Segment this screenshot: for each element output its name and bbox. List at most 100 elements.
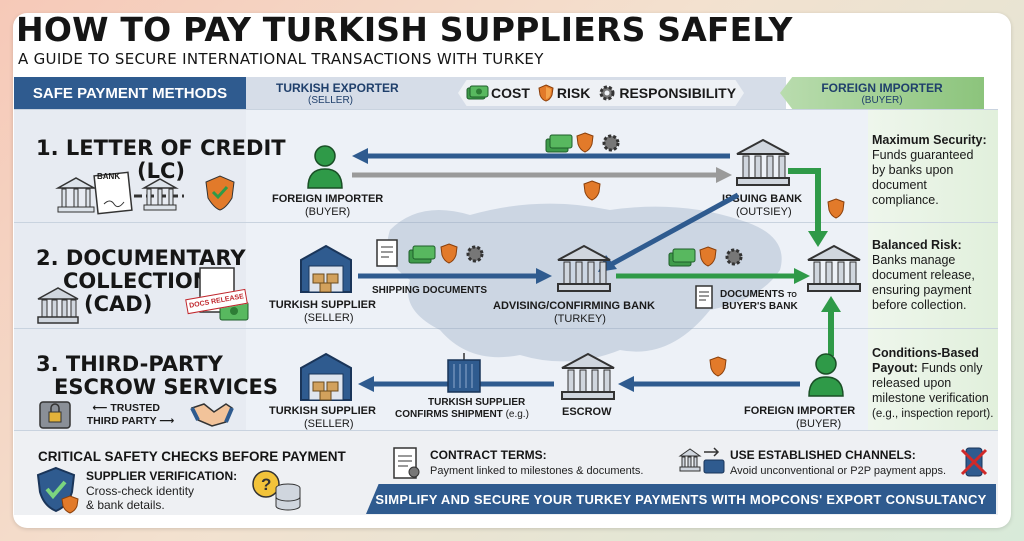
escrow-note-line-4: (e.g., inspection report). <box>872 408 994 420</box>
question-database-icon: ? <box>252 470 301 511</box>
third-party-label: THIRD PARTY <box>86 415 157 427</box>
legend-risk-label: RISK <box>556 85 591 101</box>
escrow-label: ESCROW <box>562 406 612 418</box>
no-p2p-app-icon <box>960 447 988 477</box>
advising-bank-sub: (TURKEY) <box>554 313 606 325</box>
buyers-bank-icon <box>807 244 861 292</box>
cad-note-line-4: before collection. <box>872 298 967 312</box>
cad-note: Balanced Risk: Banks manage document rel… <box>872 238 975 313</box>
documents-icon <box>695 285 713 309</box>
escrow-risk-shield-icon <box>709 356 727 377</box>
docs-to-label: TO <box>787 292 797 299</box>
escrow-importer-person-icon <box>808 353 844 397</box>
header-importer: FOREIGN IMPORTER <box>821 80 943 95</box>
method-3-title: 3. THIRD-PARTY <box>36 352 223 376</box>
cad-note-line-3: ensuring payment <box>872 283 972 297</box>
header-exporter-sub: (SELLER) <box>308 94 354 106</box>
lc-right-shield-icon <box>827 198 845 219</box>
shipping-documents-label: SHIPPING DOCUMENTS <box>372 285 488 296</box>
cad-supplier-sub: (SELLER) <box>304 312 354 324</box>
confirm-eg: (e.g.) <box>505 409 529 420</box>
cad-bank-icon <box>37 287 79 324</box>
docs-to-buyer-bank-label: DOCUMENTS TO <box>720 288 797 302</box>
method-2-title-2: COLLECTION <box>63 269 211 293</box>
cad-supplier-label: TURKISH SUPPLIER <box>269 299 376 311</box>
lc-risk-shield-icon <box>583 180 601 201</box>
lc-importer-sub: (BUYER) <box>305 206 351 218</box>
lc-note: Maximum Security: Funds guaranteed by ba… <box>872 133 987 208</box>
turkish-supplier-warehouse-icon <box>300 244 352 293</box>
cad-green-cost-risk-icons <box>668 246 743 267</box>
escrow-to-bank-arrow <box>821 296 841 356</box>
lc-importer-label: FOREIGN IMPORTER <box>272 193 384 205</box>
supplier-confirms-label: TURKISH SUPPLIER <box>428 397 525 408</box>
method-3-title-2: ESCROW SERVICES <box>54 375 278 399</box>
advising-bank-label: ADVISING/CONFIRMING BANK <box>493 300 655 312</box>
docs-label: DOCUMENTS <box>720 289 785 300</box>
cash-icon <box>466 85 489 100</box>
svg-text:?: ? <box>261 475 271 494</box>
handshake-icon <box>190 403 234 427</box>
lc-bank-chain-icon <box>55 171 235 215</box>
escrow-importer-label: FOREIGN IMPORTER <box>744 405 856 417</box>
cad-arrow-to-bank <box>358 268 552 284</box>
cad-note-line-1: Banks manage <box>872 253 956 267</box>
consultancy-banner[interactable]: SIMPLIFY AND SECURE YOUR TURKEY PAYMENTS… <box>366 484 996 514</box>
established-channels-title: USE ESTABLISHED CHANNELS: <box>730 448 916 462</box>
row-2-note-panel <box>868 223 998 328</box>
page-subtitle: A GUIDE TO SECURE INTERNATIONAL TRANSACT… <box>18 50 544 68</box>
footer-title: CRITICAL SAFETY CHECKS BEFORE PAYMENT <box>38 449 346 464</box>
row-1-note-panel <box>868 110 998 222</box>
row-1-flow-panel <box>246 110 868 222</box>
issuing-bank-icon <box>736 138 790 186</box>
method-2-title: 2. DOCUMENTARY <box>36 246 246 270</box>
escrow-bank-icon <box>561 352 615 400</box>
method-1-title: 1. LETTER OF CREDIT <box>36 136 286 160</box>
header-exporter: TURKISH EXPORTER <box>276 80 399 95</box>
issuing-bank-label: ISSUING BANK <box>722 193 803 205</box>
advising-bank-icon <box>557 244 611 292</box>
escrow-note-title-2: Payout: <box>872 361 918 375</box>
bank-card-transfer-icon <box>678 447 725 474</box>
established-channels-text: Avoid unconventional or P2P payment apps… <box>730 465 947 477</box>
shipping-container-icon <box>447 353 481 393</box>
confirm-line-1: TURKISH SUPPLIER <box>428 397 526 408</box>
gear-icon <box>599 85 615 101</box>
lc-note-line-1: Funds guaranteed <box>872 148 974 162</box>
confirm-line-2: CONFIRMS SHIPMENT <box>395 409 503 420</box>
row-3-note-panel <box>868 329 998 430</box>
legend-cost: COST <box>466 85 530 101</box>
header-methods-label: SAFE PAYMENT METHODS <box>32 84 228 102</box>
buyers-bank-label: BUYER'S BANK <box>722 301 798 312</box>
contract-terms-title: CONTRACT TERMS: <box>430 448 547 462</box>
method-2-title-3: (CAD) <box>84 292 153 316</box>
turkey-map-silhouette <box>387 203 782 362</box>
escrow-note-line-1: Funds only <box>921 361 983 375</box>
supplier-verification-title: SUPPLIER VERIFICATION: <box>86 469 238 483</box>
lc-cost-risk-icons <box>545 132 620 153</box>
lc-arrows <box>352 148 732 183</box>
page-title: HOW TO PAY TURKISH SUPPLIERS SAFELY <box>16 10 793 49</box>
escrow-importer-sub: (BUYER) <box>796 418 842 430</box>
importer-to-escrow-arrow <box>618 376 800 392</box>
cad-note-line-2: document release, <box>872 268 975 282</box>
lc-note-line-4: compliance. <box>872 193 939 207</box>
header-importer-sub: (BUYER) <box>861 94 903 106</box>
escrow-note-line-3: milestone verification <box>872 391 989 405</box>
foreign-importer-person-icon <box>307 145 343 189</box>
consultancy-banner-label: SIMPLIFY AND SECURE YOUR TURKEY PAYMENTS… <box>375 491 987 507</box>
escrow-note-line-2: released upon <box>872 376 952 390</box>
contract-terms-text: Payment linked to milestones & documents… <box>430 465 644 477</box>
row-letter-of-credit <box>14 109 998 222</box>
cad-note-title: Balanced Risk: <box>872 238 962 252</box>
cross-row-arrows <box>598 168 828 272</box>
cad-doc-cost-risk-icons <box>376 239 484 267</box>
legend: COST RISK RESPONSIBILITY <box>458 80 745 106</box>
legend-responsibility: RESPONSIBILITY <box>598 84 736 102</box>
confirms-shipment-label: CONFIRMS SHIPMENT (e.g.) <box>395 408 529 421</box>
legend-cost-label: COST <box>491 85 530 101</box>
supplier-verification-line-2: & bank details. <box>86 498 165 512</box>
lc-note-line-2: by banks upon <box>872 163 954 177</box>
supplier-verification-line-1: Cross-check identity <box>86 484 195 498</box>
escrow-note: Conditions-Based Payout: Funds only rele… <box>872 346 993 422</box>
